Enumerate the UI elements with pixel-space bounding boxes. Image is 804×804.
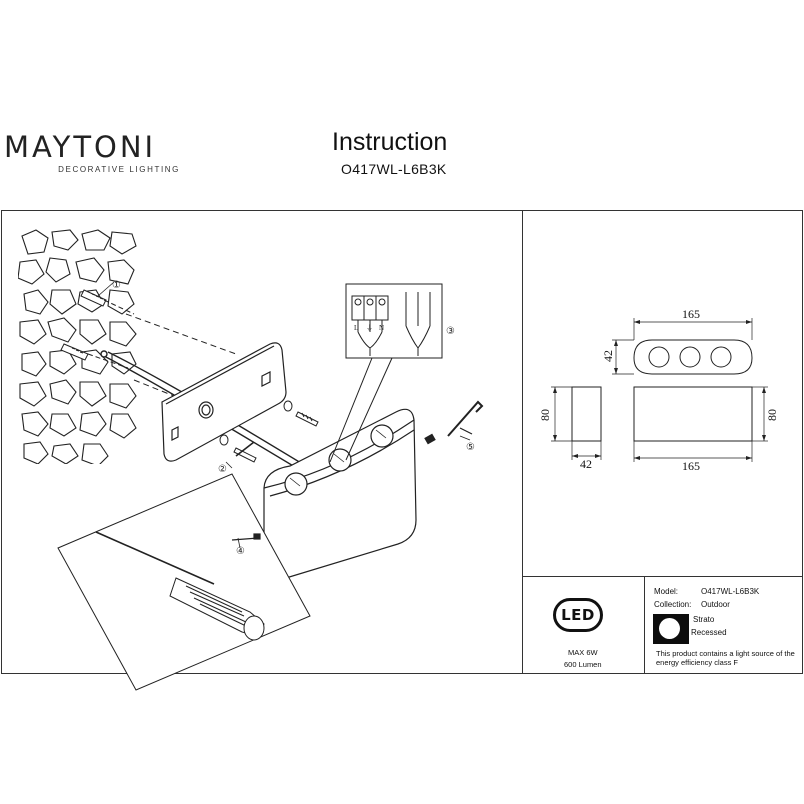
dim-front-width: 165 (682, 459, 700, 473)
callout-4: ④ (236, 546, 245, 557)
dim-side-depth: 42 (580, 457, 592, 471)
dim-front-height: 80 (765, 409, 779, 421)
callout-3: ③ (446, 326, 455, 337)
terminal-label-n: N (379, 324, 384, 332)
terminal-label-l: L (354, 324, 358, 332)
energy-note-line1: This product contains a light source of … (656, 649, 795, 658)
brand-tagline: DECORATIVE LIGHTING (58, 165, 180, 174)
max-power: MAX 6W (568, 648, 598, 657)
diagram-frame (1, 210, 803, 674)
brand-logo: MAYTONI DECORATIVE LIGHTING (4, 130, 182, 174)
energy-note-line2: energy efficiency class F (656, 658, 738, 667)
collection-label: Collection: (654, 600, 692, 609)
document-title: Instruction (332, 128, 448, 156)
callout-5: ⑤ (466, 442, 475, 453)
callout-1: ① (112, 280, 121, 291)
led-badge: LED (553, 598, 603, 632)
dim-top-width: 165 (682, 307, 700, 321)
model-value: O417WL-L6B3K (701, 587, 760, 596)
document-model: O417WL-L6B3K (341, 161, 447, 177)
brand-name: MAYTONI (4, 130, 157, 164)
series-name: Strato (693, 615, 715, 624)
collection-value: Outdoor (701, 600, 730, 609)
lumen-output: 600 Lumen (564, 660, 602, 669)
frame-divider-horizontal (522, 576, 803, 577)
stone-wall (18, 229, 137, 464)
terminal-label-earth: ⏚ (366, 324, 373, 332)
mounting-type: Recessed (691, 628, 727, 637)
energy-class-icon (653, 614, 689, 644)
dim-side-height: 80 (538, 409, 552, 421)
frame-divider-vertical (522, 210, 523, 674)
callout-2: ② (218, 464, 227, 475)
dim-top-depth: 42 (601, 350, 615, 362)
spec-divider (644, 576, 645, 674)
model-label: Model: (654, 587, 679, 596)
